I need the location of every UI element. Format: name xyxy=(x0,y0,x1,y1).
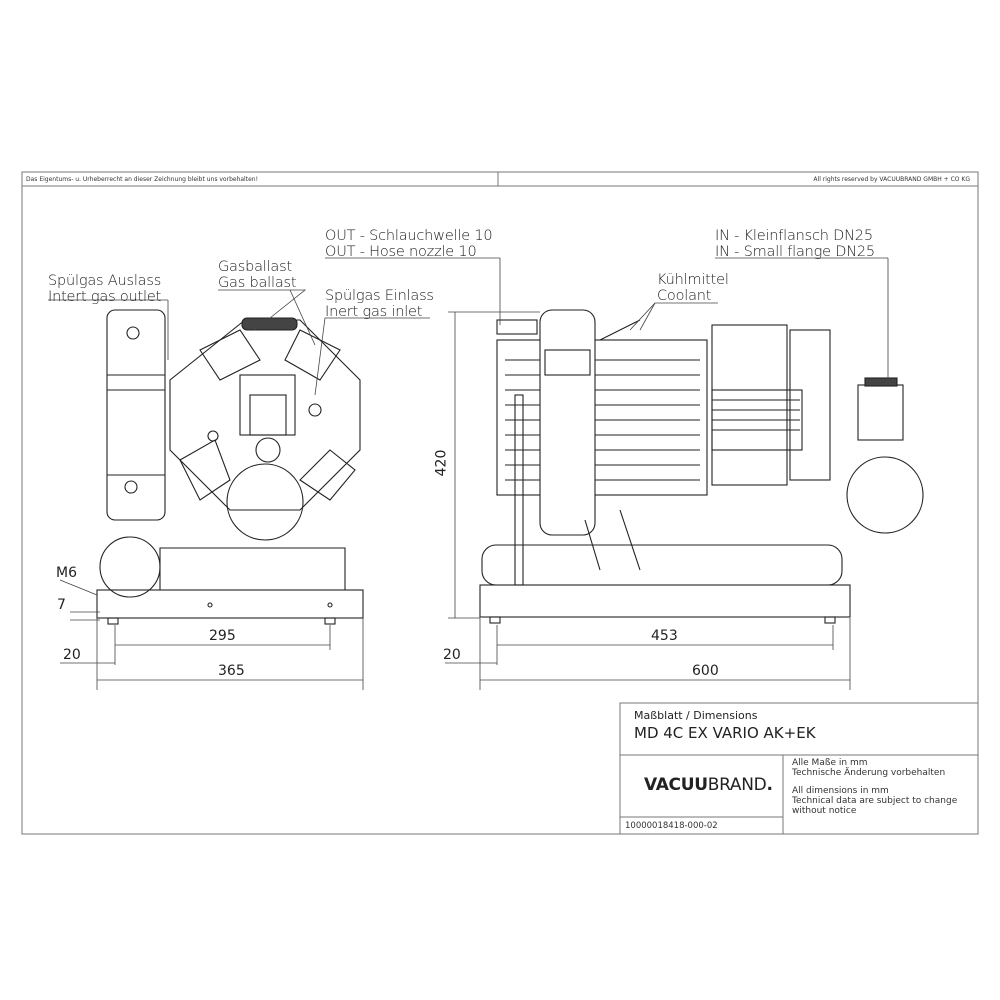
label-de: Spülgas Einlass xyxy=(325,288,434,304)
motor-block xyxy=(711,324,788,486)
gas-separator xyxy=(106,309,166,521)
note-en-3: without notice xyxy=(792,806,857,816)
dimension-lines xyxy=(59,311,851,690)
copyright-notice-en: All rights reserved by VACUUBRAND GMBH +… xyxy=(813,176,970,183)
inlet-flange xyxy=(857,384,904,441)
logo-bold: VACUU xyxy=(644,775,708,795)
logo-regular: BRAND xyxy=(707,775,767,795)
label-de: IN - Kleinflansch DN25 xyxy=(715,228,873,244)
flask-front xyxy=(226,463,304,541)
pump-heads xyxy=(169,319,361,511)
dim-420: 420 xyxy=(433,449,450,477)
model-name: MD 4C EX VARIO AK+EK xyxy=(634,724,816,742)
dim-m6: M6 xyxy=(56,565,77,581)
callout-gas-ballast: Gasballast Gas ballast xyxy=(218,259,297,291)
front-view-pump-drawing xyxy=(96,309,364,625)
dim-7: 7 xyxy=(57,597,66,613)
label-de: Spülgas Auslass xyxy=(48,273,162,289)
note-en-1: All dimensions in mm xyxy=(792,786,889,796)
note-en-2: Technical data are subject to change xyxy=(792,796,958,806)
drawing-frame xyxy=(21,171,979,835)
callout-leaders xyxy=(48,257,889,396)
label-en: Gas ballast xyxy=(218,275,297,291)
document-number: 10000018418-000-02 xyxy=(625,821,718,831)
notes: Alle Maße in mm Technische Änderung vorb… xyxy=(792,758,957,816)
dim-600: 600 xyxy=(692,663,719,679)
callout-out-hose-nozzle: OUT - Schlauchwelle 10 OUT - Hose nozzle… xyxy=(325,228,493,260)
label-de: Kühlmittel xyxy=(657,272,729,288)
dim-side-20: 20 xyxy=(443,647,461,663)
side-base-plate xyxy=(479,584,851,618)
dim-295: 295 xyxy=(209,628,236,644)
label-en: IN - Small flange DN25 xyxy=(715,244,875,260)
callout-coolant: Kühlmittel Coolant xyxy=(657,272,729,304)
flask-side xyxy=(846,456,924,534)
callout-inert-gas-inlet: Spülgas Einlass Inert gas inlet xyxy=(325,288,434,320)
note-de-2: Technische Änderung vorbehalten xyxy=(792,768,946,778)
separator-side xyxy=(539,309,596,536)
front-base-plate xyxy=(96,589,364,619)
label-en: Intert gas outlet xyxy=(48,289,162,305)
dim-453: 453 xyxy=(651,628,678,644)
label-en: OUT - Hose nozzle 10 xyxy=(325,244,477,260)
side-view-pump-drawing xyxy=(479,309,924,624)
dim-front-20: 20 xyxy=(63,647,81,663)
catch-pot-front xyxy=(99,536,161,598)
label-en: Inert gas inlet xyxy=(325,304,423,320)
note-de-1: Alle Maße in mm xyxy=(792,758,868,768)
label-de: OUT - Schlauchwelle 10 xyxy=(325,228,493,244)
copyright-notice-de: Das Eigentums- u. Urheberrecht an dieser… xyxy=(26,176,258,183)
vacuubrand-logo: VACUUBRAND. xyxy=(644,775,773,795)
dim-365: 365 xyxy=(218,663,245,679)
callout-inert-gas-outlet: Spülgas Auslass Intert gas outlet xyxy=(48,273,161,305)
label-de: Gasballast xyxy=(218,259,292,275)
label-en: Coolant xyxy=(657,288,712,304)
sheet-subtitle: Maßblatt / Dimensions xyxy=(634,709,758,722)
cooling-fins-housing xyxy=(496,339,708,496)
callout-in-small-flange: IN - Kleinflansch DN25 IN - Small flange… xyxy=(715,228,875,260)
